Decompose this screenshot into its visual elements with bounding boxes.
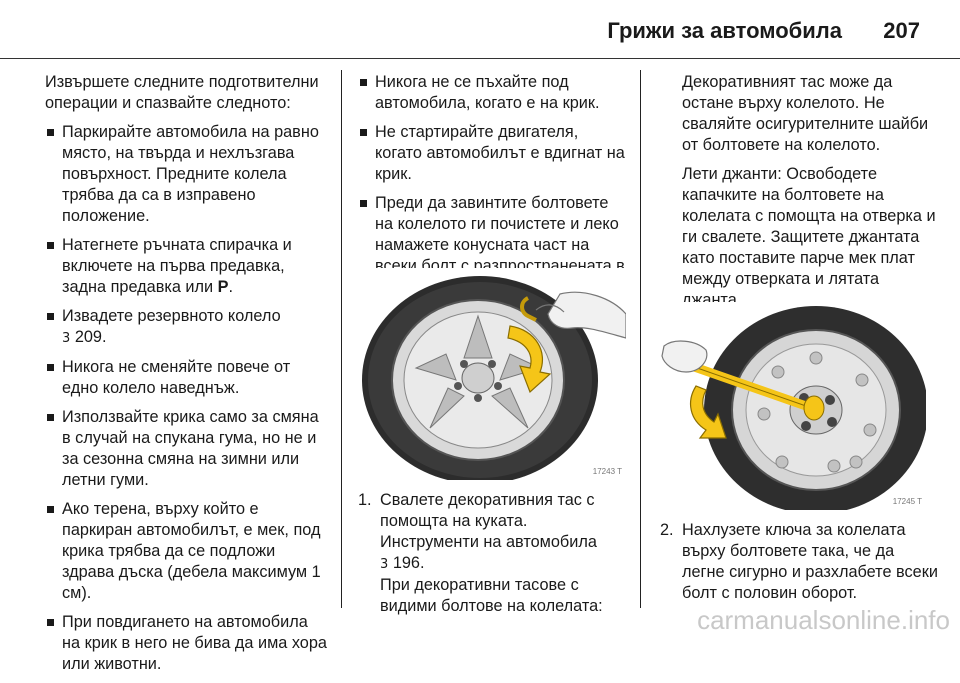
column-left: Извършете следните подготвителни операци… bbox=[45, 72, 330, 683]
column-divider bbox=[640, 70, 641, 608]
list-item: Никога не се пъхайте под автомобила, ког… bbox=[358, 72, 628, 114]
page-ref[interactable]: 209. bbox=[74, 328, 107, 346]
figure-wheel-bolts: 17245 T bbox=[656, 302, 928, 514]
hubcap-removal-illustration bbox=[360, 268, 627, 484]
intro-text: Извършете следните подготвителни операци… bbox=[45, 73, 319, 112]
section-title: Грижи за автомобила bbox=[607, 18, 842, 43]
step-note: При декоративни тасове с видими болтове … bbox=[380, 576, 603, 615]
header-rule bbox=[0, 58, 960, 59]
page-ref-arrow-icon: 3 bbox=[380, 557, 389, 572]
column-divider bbox=[341, 70, 342, 608]
list-item: Не стартирайте двигателя, когато автомоб… bbox=[358, 122, 628, 185]
wheel-wrench-illustration bbox=[656, 302, 928, 514]
list-item: Ако терена, върху който е паркиран автом… bbox=[45, 499, 330, 604]
page-header: Грижи за автомобила 207 bbox=[0, 0, 960, 58]
watermark: carmanualsonline.info bbox=[697, 605, 950, 635]
figure-code: 17243 T bbox=[592, 467, 622, 476]
list-item: Паркирайте автомобила на равно място, на… bbox=[45, 122, 330, 227]
page-ref[interactable]: 196. bbox=[392, 554, 425, 572]
figure-hubcap-removal: 17243 T bbox=[360, 268, 627, 484]
list-item: Натегнете ръчната спирачка и включете на… bbox=[45, 235, 330, 298]
page-ref-arrow-icon: 3 bbox=[62, 331, 71, 346]
step-2: 2. Нахлузете ключа за колелата върху бол… bbox=[660, 520, 940, 610]
step-1: 1. Свалете декоративния тас с помощта на… bbox=[358, 490, 628, 625]
figure-code: 17245 T bbox=[892, 497, 922, 506]
list-item: 1. Свалете декоративния тас с помощта на… bbox=[358, 490, 628, 617]
list-item: 2. Нахлузете ключа за колелата върху бол… bbox=[660, 521, 938, 602]
gear-symbol: P bbox=[217, 278, 229, 296]
column-right: Декоративният тас може да остане върху к… bbox=[682, 72, 942, 319]
list-item: Никога не сменяйте повече от едно колело… bbox=[45, 357, 330, 399]
page-number: 207 bbox=[883, 18, 920, 43]
list-item: При повдигането на автомобила на крик в … bbox=[45, 612, 330, 675]
paragraph: Лети джанти: Освободете капачките на бол… bbox=[682, 165, 936, 309]
paragraph: Декоративният тас може да остане върху к… bbox=[682, 73, 929, 154]
list-item: Използвайте крика само за смяна в случай… bbox=[45, 407, 330, 491]
